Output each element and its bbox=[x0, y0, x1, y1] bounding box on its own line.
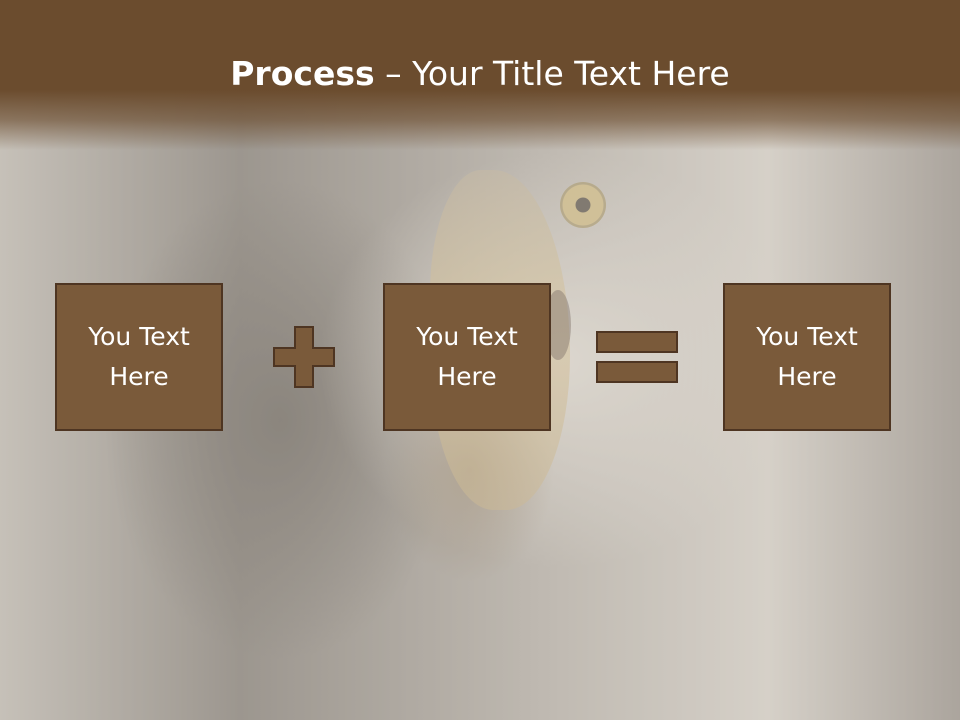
slide-title: Process – Your Title Text Here bbox=[0, 52, 960, 96]
process-box-2[interactable]: You Text Here bbox=[383, 283, 551, 431]
title-bold: Process bbox=[230, 54, 375, 93]
title-text: – Your Title Text Here bbox=[374, 54, 730, 93]
process-box-1-text: You Text Here bbox=[88, 322, 190, 391]
title-bar bbox=[0, 0, 960, 150]
equals-icon bbox=[596, 331, 678, 383]
process-box-3[interactable]: You Text Here bbox=[723, 283, 891, 431]
process-box-2-text: You Text Here bbox=[416, 322, 518, 391]
process-box-3-text: You Text Here bbox=[756, 322, 858, 391]
eagle-eye bbox=[560, 182, 606, 228]
plus-icon bbox=[273, 326, 335, 388]
process-box-1[interactable]: You Text Here bbox=[55, 283, 223, 431]
